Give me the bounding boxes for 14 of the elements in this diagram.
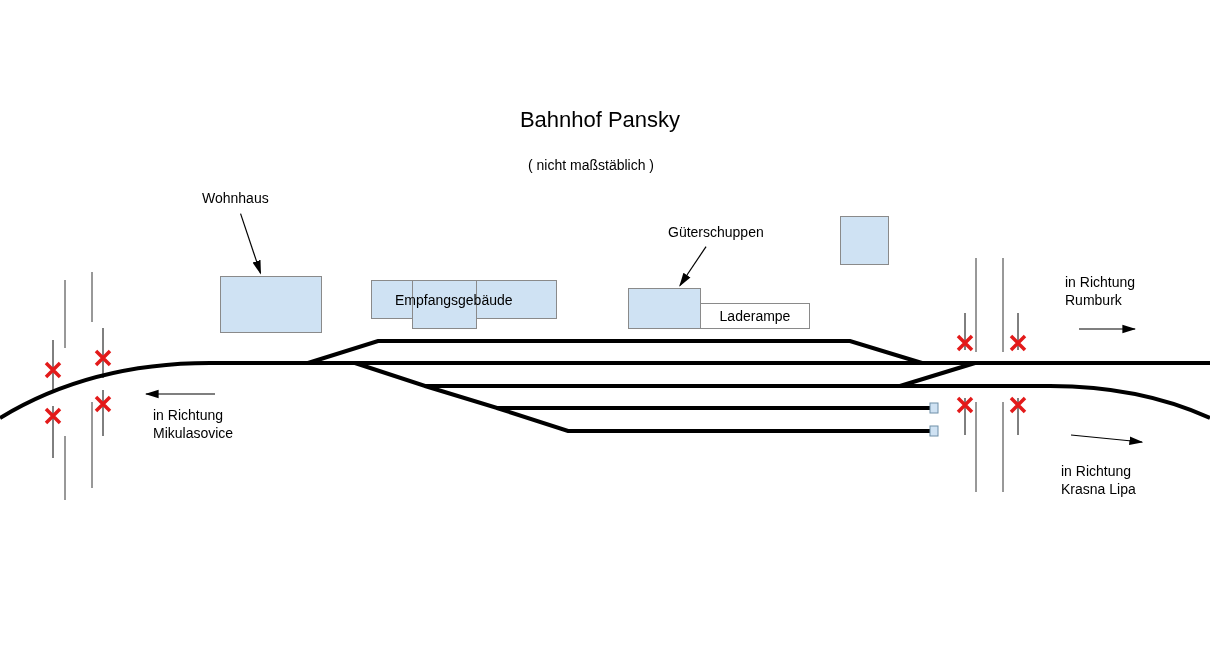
building-label: Empfangsgebäude xyxy=(395,292,513,308)
note: ( nicht maßstäblich ) xyxy=(528,156,655,174)
leader-line xyxy=(239,213,262,275)
title: Bahnhof Pansky xyxy=(518,107,682,133)
house-building xyxy=(220,276,322,333)
building xyxy=(840,216,889,265)
loading-ramp: Laderampe xyxy=(700,303,810,329)
goods-shed-building xyxy=(628,288,701,329)
direction-label: in Richtung Krasna Lipa xyxy=(1061,462,1137,498)
building-label: Güterschuppen xyxy=(668,224,764,240)
leader-line xyxy=(679,246,707,287)
direction-label: in Richtung Rumburk xyxy=(1065,273,1137,309)
direction-label: in Richtung Mikulasovice xyxy=(153,406,235,442)
building-label: Wohnhaus xyxy=(202,190,269,206)
